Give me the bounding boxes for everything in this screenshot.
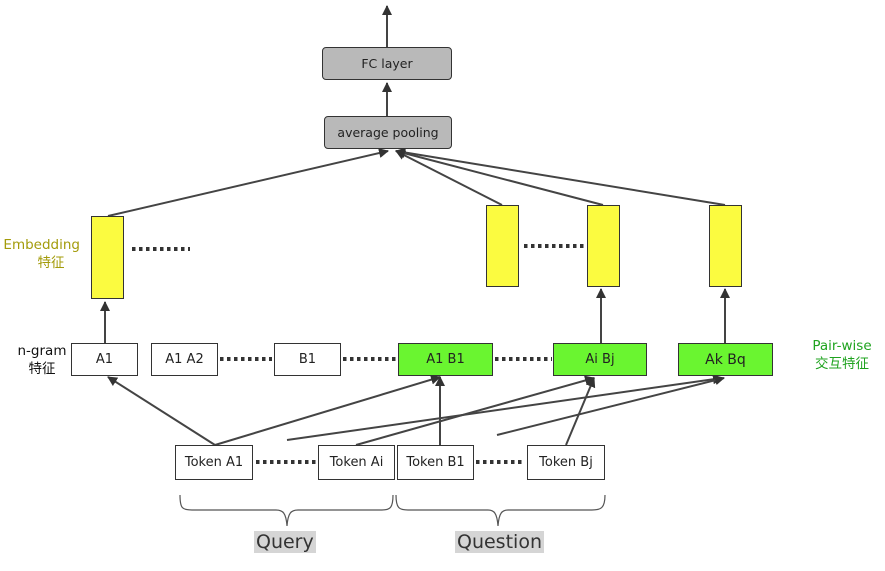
tokenA1-to-AkBq-arrow [286, 374, 723, 441]
embedding-vector-3 [587, 205, 620, 287]
pairwise-label-line2: 交互特征 [815, 356, 869, 372]
embedding-label: Embedding 特征 [0, 236, 80, 272]
embedding-vector-4 [709, 205, 742, 287]
token-box-bj: Token Bj [527, 445, 605, 480]
emb3-to-pooling-arrow [395, 148, 604, 206]
embedding-vector-1 [91, 216, 124, 299]
ngram-box-a1a2: A1 A2 [151, 343, 218, 376]
fc-layer-box: FC layer [322, 47, 452, 80]
token-box-b1: Token B1 [397, 445, 474, 480]
tokenBj-to-AiBj-arrow [565, 377, 596, 446]
pairwise-label: Pair-wise 交互特征 [800, 337, 884, 373]
pair-box-a1b1: A1 B1 [398, 343, 493, 376]
embedding-label-line1: Embedding [3, 237, 80, 253]
question-group-label: Question [455, 531, 544, 553]
query-brace [179, 494, 394, 527]
ngram-box-a1: A1 [71, 343, 138, 376]
average-pooling-box: average pooling [324, 116, 452, 149]
tokenA1-to-A1-arrow [107, 376, 216, 446]
tokenB1-to-AkBq-arrow [496, 375, 725, 436]
ngram-box-b1: B1 [274, 343, 341, 376]
tokenAi-to-AiBj-arrow [355, 375, 595, 446]
tokenA1-to-A1B1-arrow [214, 374, 441, 446]
pairwise-label-line1: Pair-wise [812, 338, 872, 354]
emb1-to-pooling-arrow [107, 148, 389, 217]
pair-box-akbq: Ak Bq [678, 343, 773, 376]
question-brace [395, 494, 606, 527]
token-box-a1: Token A1 [175, 445, 253, 480]
pair-box-aibj: Ai Bj [553, 343, 647, 376]
emb2-to-pooling-arrow [395, 150, 503, 206]
token-box-ai: Token Ai [318, 445, 395, 480]
embedding-vector-2 [486, 205, 519, 287]
embedding-label-line2: 特征 [37, 255, 65, 271]
ngram-label-line1: n-gram [17, 343, 67, 359]
emb4-to-pooling-arrow [395, 147, 726, 206]
ngram-label: n-gram 特征 [12, 342, 72, 378]
ngram-label-line2: 特征 [28, 361, 56, 377]
query-group-label: Query [254, 531, 316, 553]
